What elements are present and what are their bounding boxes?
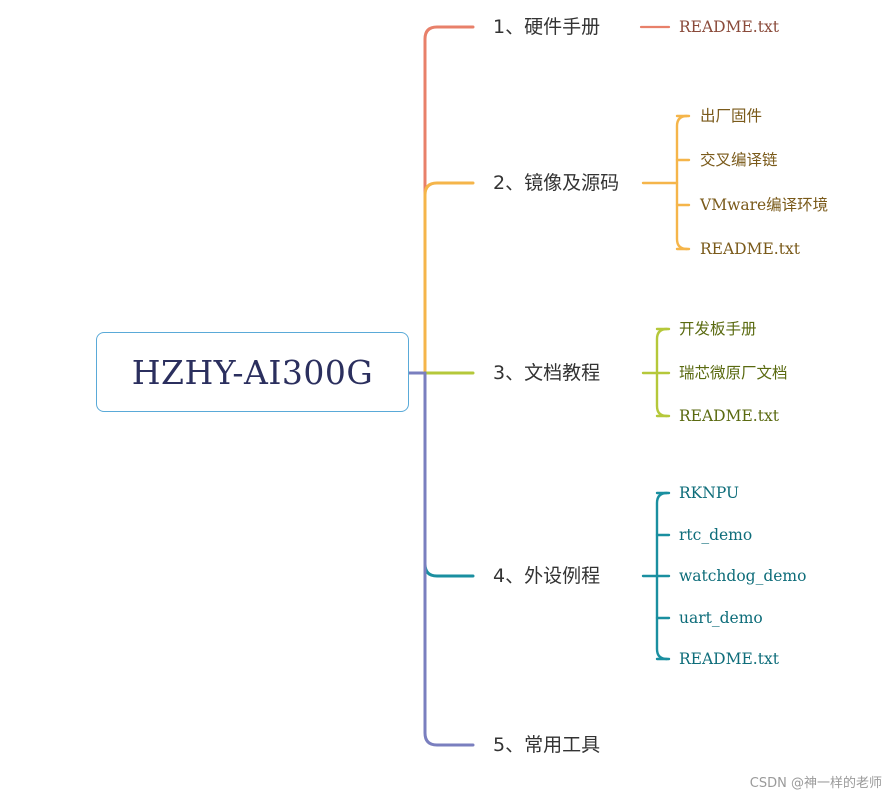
- leaf-label: 出厂固件: [700, 107, 763, 125]
- branch-label: 3、文档教程: [493, 362, 601, 384]
- branch-label: 1、硬件手册: [493, 16, 601, 38]
- branch-label: 4、外设例程: [493, 565, 601, 587]
- root-node: HZHY-AI300G: [96, 332, 409, 412]
- root-label: HZHY-AI300G: [131, 352, 374, 392]
- connector-line: [423, 181, 475, 375]
- leaf-label: 交叉编译链: [700, 151, 778, 169]
- leaf-label: uart_demo: [679, 609, 763, 627]
- leaf-label: 开发板手册: [679, 320, 757, 338]
- connector-line: [423, 371, 475, 747]
- leaf-label: README.txt: [679, 407, 779, 425]
- connector-line: [423, 371, 475, 578]
- leaf-label: rtc_demo: [679, 526, 753, 544]
- watermark: CSDN @神一样的老师: [749, 776, 882, 791]
- leaf-label: RKNPU: [679, 484, 740, 502]
- connector-line: [423, 25, 475, 375]
- leaf-label: VMware编译环境: [700, 196, 829, 214]
- leaf-label: README.txt: [679, 18, 779, 36]
- leaf-label: 瑞芯微原厂文档: [679, 364, 788, 382]
- branch-label: 2、镜像及源码: [493, 172, 620, 194]
- leaf-label: watchdog_demo: [679, 567, 807, 585]
- leaf-label: README.txt: [679, 650, 779, 668]
- connector-line: [675, 114, 689, 251]
- branch-label: 5、常用工具: [493, 734, 601, 756]
- leaf-label: README.txt: [700, 240, 800, 258]
